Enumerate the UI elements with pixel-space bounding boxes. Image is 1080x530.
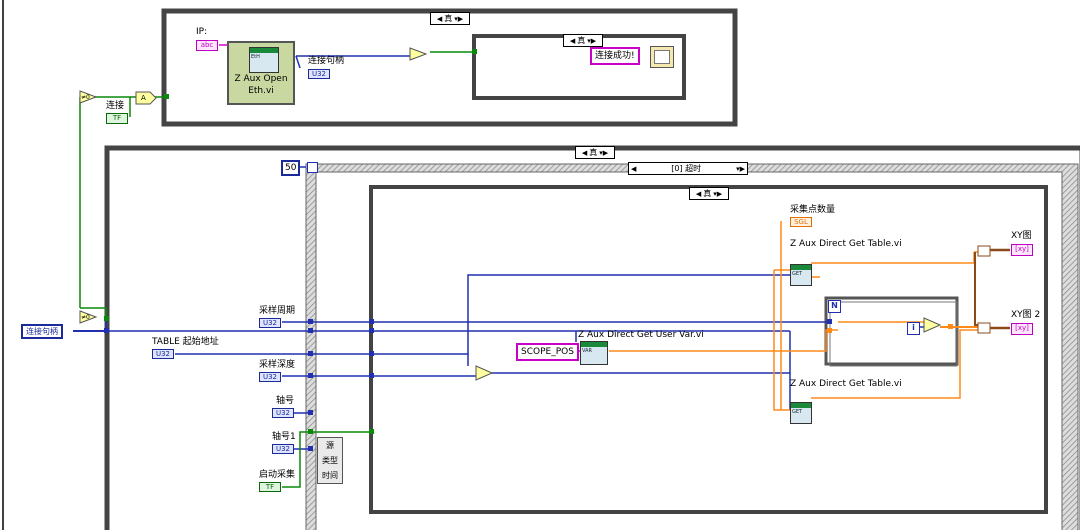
xy-graph-1-label: XY图 <box>1011 231 1032 241</box>
build-xy-icon[interactable] <box>977 245 991 334</box>
get-table-2-label: Z Aux Direct Get Table.vi <box>790 379 902 389</box>
get-table-1-vi[interactable]: GET <box>790 264 812 286</box>
timeout-terminal-icon <box>307 162 318 173</box>
get-user-var-vi[interactable]: VAR <box>580 341 608 365</box>
and-gate-label: A <box>141 94 146 102</box>
get-user-var-label: Z Aux Direct Get User Var.vi <box>578 330 704 340</box>
axis-label: 轴号 <box>276 396 295 406</box>
unbundle-time: 时间 <box>322 471 338 480</box>
sample-depth-control[interactable]: U32 <box>259 372 281 382</box>
z-aux-open-eth-vi[interactable]: EtH Z Aux Open Eth.vi <box>227 41 295 105</box>
top-case-structure <box>161 8 738 127</box>
axis1-label: 轴号1 <box>272 432 296 442</box>
xy-graph-2-terminal[interactable]: [xy] <box>1011 323 1033 335</box>
points-count-indicator[interactable]: SGL <box>790 217 812 227</box>
inner-top-case-selector[interactable]: ◀真▾▶ <box>563 34 603 47</box>
wires <box>73 44 1010 488</box>
add-node-icon[interactable] <box>475 365 494 381</box>
sample-period-label: 采样周期 <box>259 306 296 316</box>
unbundle-type: 类型 <box>322 456 338 465</box>
not-equal-zero-icon[interactable] <box>79 90 98 104</box>
success-message[interactable]: 连接成功! <box>590 47 640 65</box>
handle-label: 连接句柄 <box>308 56 345 66</box>
sample-period-control[interactable]: U32 <box>259 318 281 328</box>
sample-depth-label: 采样深度 <box>259 360 296 370</box>
timeout-constant[interactable]: 50 <box>281 160 301 176</box>
top-case-selector[interactable]: ◀真▾▶ <box>430 12 470 25</box>
handle-ref-terminal[interactable]: 连接句柄 <box>21 324 63 339</box>
and-gate-icon[interactable] <box>135 91 157 105</box>
for-loop-index: i <box>907 322 920 335</box>
one-button-dialog-icon[interactable] <box>650 46 674 68</box>
connect-label: 连接 <box>106 101 125 111</box>
inner-case-selector[interactable]: ◀真▾▶ <box>689 187 729 200</box>
ip-label: IP: <box>196 27 208 37</box>
axis1-control[interactable]: U32 <box>272 444 294 454</box>
tunnels <box>104 49 953 451</box>
not-equal-zero-icon[interactable] <box>409 47 428 61</box>
axis-control[interactable]: U32 <box>272 408 294 418</box>
xy-graph-1-terminal[interactable]: [xy] <box>1011 244 1033 256</box>
xy-graph-2-label: XY图 2 <box>1011 310 1041 320</box>
main-case-selector[interactable]: ◀真▾▶ <box>575 146 615 159</box>
handle-indicator[interactable]: U32 <box>308 69 330 79</box>
start-collect-button[interactable]: TF <box>259 482 281 492</box>
start-collect-label: 启动采集 <box>259 470 296 480</box>
event-selector[interactable]: ◀[0] 超时▾▶ <box>628 162 748 175</box>
connect-button[interactable]: TF <box>106 113 128 124</box>
main-case-structure <box>104 145 1080 530</box>
not-equal-zero-label: ≠0 <box>81 94 90 101</box>
points-count-label: 采集点数量 <box>790 205 836 215</box>
not-equal-zero-label: ≠0 <box>81 314 90 321</box>
get-table-1-label: Z Aux Direct Get Table.vi <box>790 239 902 249</box>
event-data-node: 源 类型 时间 <box>317 437 343 484</box>
get-table-2-vi[interactable]: GET <box>790 402 812 424</box>
table-start-label: TABLE 起始地址 <box>152 337 219 347</box>
multiply-node-icon[interactable] <box>923 317 942 333</box>
unbundle-source: 源 <box>326 441 334 450</box>
not-equal-zero-icon[interactable] <box>79 310 98 324</box>
scope-pos-constant[interactable]: SCOPE_POS <box>516 343 579 361</box>
for-loop-count: N <box>828 300 841 313</box>
ip-terminal[interactable]: abc <box>196 40 218 51</box>
table-start-control[interactable]: U32 <box>152 349 174 359</box>
